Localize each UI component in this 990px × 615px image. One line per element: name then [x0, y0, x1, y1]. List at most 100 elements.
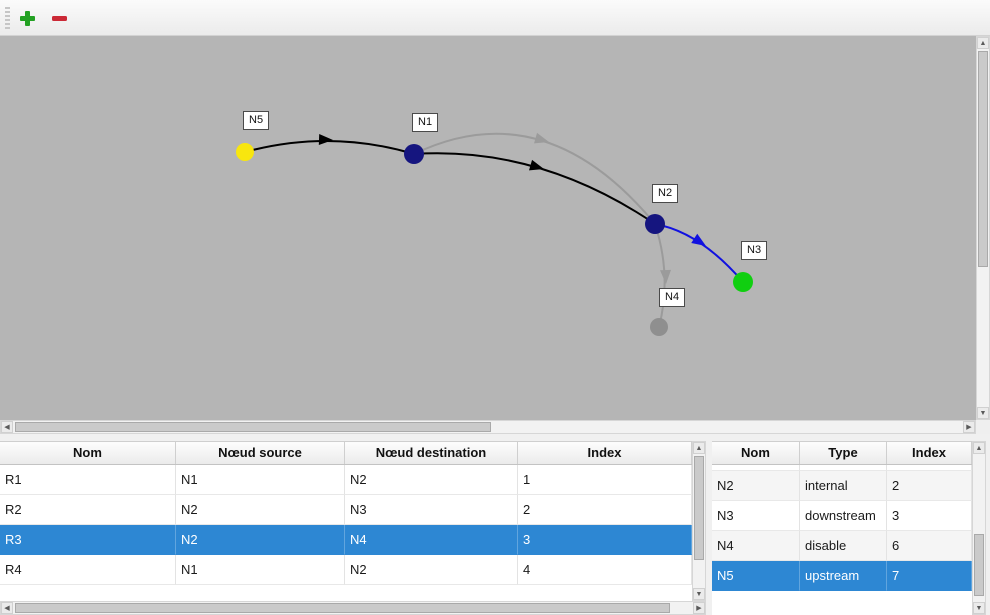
node-label[interactable]: N1 — [412, 113, 439, 132]
table-row[interactable]: R4 N1 N2 4 — [0, 555, 692, 585]
scroll-up-icon: ▲ — [979, 40, 987, 47]
column-header-type[interactable]: Type — [800, 442, 887, 464]
cell-destination[interactable]: N2 — [345, 465, 518, 495]
edge-arrow-icon — [318, 134, 333, 146]
cell-index[interactable]: 4 — [518, 555, 692, 585]
table-header: Nom Type Index — [712, 441, 972, 465]
cell-destination[interactable]: N4 — [345, 525, 518, 555]
cell-type[interactable]: disable — [800, 531, 887, 561]
toolbar-gripper[interactable] — [5, 7, 10, 29]
table-row-partial[interactable] — [712, 465, 972, 471]
node-label[interactable]: N2 — [652, 184, 679, 203]
scroll-left-button[interactable]: ◀ — [1, 421, 13, 433]
graph-canvas[interactable]: N5 N1 N2 N3 N4 — [0, 36, 976, 420]
column-header-nom[interactable]: Nom — [0, 442, 176, 464]
cell-nom[interactable]: N2 — [712, 471, 800, 501]
edges-table-panel: Nom Nœud source Nœud destination Index R… — [0, 441, 706, 615]
edge-n5-n1[interactable] — [244, 140, 415, 155]
edge-n1-n2-alt[interactable] — [413, 132, 656, 225]
edge-arrow-icon — [660, 269, 672, 284]
scroll-left-icon: ◀ — [4, 605, 10, 612]
scroll-down-icon: ▼ — [695, 591, 703, 598]
cell-nom[interactable]: N4 — [712, 531, 800, 561]
cell-index[interactable]: 3 — [887, 501, 972, 531]
scroll-left-icon: ◀ — [4, 424, 10, 431]
add-button[interactable] — [14, 5, 40, 31]
cell-destination[interactable]: N3 — [345, 495, 518, 525]
scroll-up-icon: ▲ — [975, 445, 983, 452]
column-header-index[interactable]: Index — [518, 442, 692, 464]
scrollbar-thumb[interactable] — [974, 534, 984, 596]
canvas-horizontal-scrollbar[interactable]: ◀ ▶ — [0, 420, 976, 434]
remove-button[interactable] — [46, 5, 72, 31]
table-header: Nom Nœud source Nœud destination Index — [0, 441, 692, 465]
cell-type[interactable]: downstream — [800, 501, 887, 531]
cell-nom[interactable]: R2 — [0, 495, 176, 525]
edge-arrow-icon — [529, 159, 544, 171]
scroll-up-button[interactable]: ▲ — [693, 442, 705, 454]
cell-index[interactable]: 6 — [887, 531, 972, 561]
cell-index[interactable]: 7 — [887, 561, 972, 591]
plus-icon — [20, 11, 35, 26]
cell-type[interactable]: internal — [800, 471, 887, 501]
table-row[interactable]: N4 disable 6 — [712, 531, 972, 561]
cell-nom[interactable]: N5 — [712, 561, 800, 591]
cell-source[interactable]: N2 — [176, 525, 345, 555]
scroll-up-button[interactable]: ▲ — [973, 442, 985, 454]
scroll-down-button[interactable]: ▼ — [973, 602, 985, 614]
cell-index[interactable]: 2 — [887, 471, 972, 501]
scrollbar-thumb[interactable] — [15, 603, 670, 613]
table-row[interactable]: R1 N1 N2 1 — [0, 465, 692, 495]
scroll-down-icon: ▼ — [975, 605, 983, 612]
table-row[interactable]: N2 internal 2 — [712, 471, 972, 501]
scroll-up-icon: ▲ — [695, 445, 703, 452]
nodes-table-vertical-scrollbar[interactable]: ▲ ▼ — [972, 441, 986, 615]
cell-index[interactable]: 3 — [518, 525, 692, 555]
scroll-right-button[interactable]: ▶ — [693, 602, 705, 614]
cell-source[interactable]: N1 — [176, 465, 345, 495]
scroll-right-button[interactable]: ▶ — [963, 421, 975, 433]
graph-node-n1[interactable] — [404, 144, 424, 164]
cell-index[interactable]: 1 — [518, 465, 692, 495]
scroll-left-button[interactable]: ◀ — [1, 602, 13, 614]
node-label[interactable]: N5 — [243, 111, 270, 130]
graph-node-n4[interactable] — [650, 318, 668, 336]
table-row[interactable]: N3 downstream 3 — [712, 501, 972, 531]
cell-index[interactable]: 2 — [518, 495, 692, 525]
cell-source[interactable]: N1 — [176, 555, 345, 585]
canvas-vertical-scrollbar[interactable]: ▲ ▼ — [976, 36, 990, 420]
scroll-down-icon: ▼ — [979, 410, 987, 417]
column-header-index[interactable]: Index — [887, 442, 972, 464]
scrollbar-thumb[interactable] — [694, 456, 704, 560]
scrollbar-corner — [976, 420, 990, 434]
column-header-source[interactable]: Nœud source — [176, 442, 345, 464]
node-label[interactable]: N4 — [659, 288, 686, 307]
column-header-destination[interactable]: Nœud destination — [345, 442, 518, 464]
graph-svg[interactable] — [0, 36, 976, 420]
scroll-right-icon: ▶ — [966, 424, 972, 431]
node-label[interactable]: N3 — [741, 241, 768, 260]
graph-view: N5 N1 N2 N3 N4 ▲ ▼ ◀ ▶ — [0, 36, 990, 434]
edges-table-horizontal-scrollbar[interactable]: ◀ ▶ — [0, 601, 706, 615]
cell-destination[interactable]: N2 — [345, 555, 518, 585]
scroll-up-button[interactable]: ▲ — [977, 37, 989, 49]
graph-node-n2[interactable] — [645, 214, 665, 234]
scrollbar-thumb[interactable] — [978, 51, 988, 267]
column-header-nom[interactable]: Nom — [712, 442, 800, 464]
graph-node-n5[interactable] — [236, 143, 254, 161]
cell-nom[interactable]: R4 — [0, 555, 176, 585]
cell-nom[interactable]: N3 — [712, 501, 800, 531]
cell-nom[interactable]: R3 — [0, 525, 176, 555]
scrollbar-thumb[interactable] — [15, 422, 491, 432]
cell-source[interactable]: N2 — [176, 495, 345, 525]
graph-node-n3[interactable] — [733, 272, 753, 292]
cell-type[interactable]: upstream — [800, 561, 887, 591]
scroll-down-button[interactable]: ▼ — [693, 588, 705, 600]
edges-table-vertical-scrollbar[interactable]: ▲ ▼ — [692, 441, 706, 601]
table-row-selected[interactable]: R3 N2 N4 3 — [0, 525, 692, 555]
cell-nom[interactable]: R1 — [0, 465, 176, 495]
table-row[interactable]: R2 N2 N3 2 — [0, 495, 692, 525]
table-row-selected[interactable]: N5 upstream 7 — [712, 561, 972, 591]
scroll-down-button[interactable]: ▼ — [977, 407, 989, 419]
